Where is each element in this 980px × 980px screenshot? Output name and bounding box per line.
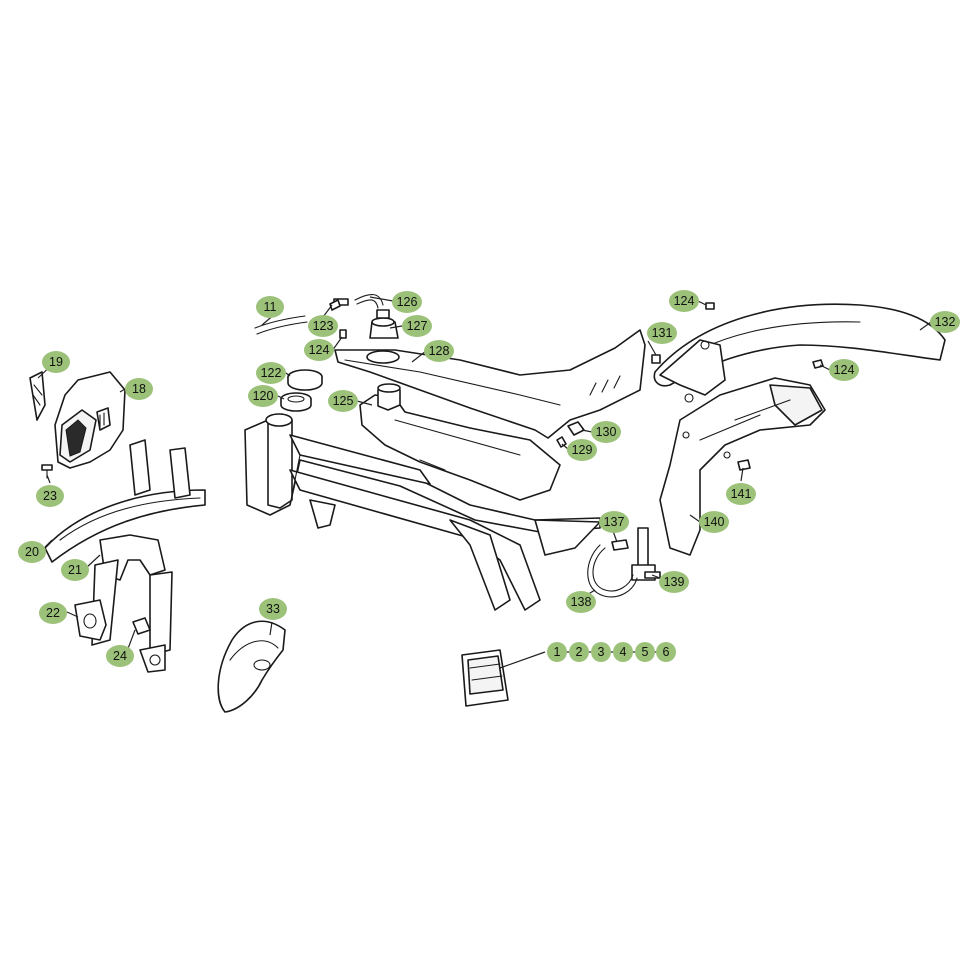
callout-130[interactable]: 130: [591, 421, 621, 443]
callout-label: 33: [266, 602, 280, 616]
callout-23[interactable]: 23: [36, 485, 64, 507]
callout-140[interactable]: 140: [699, 511, 729, 533]
callout-124-right[interactable]: 124: [829, 359, 859, 381]
callout-126[interactable]: 126: [392, 291, 422, 313]
callout-label: 128: [429, 344, 450, 358]
callout-label: 23: [43, 489, 57, 503]
callout-label: 124: [834, 363, 855, 377]
side-panel: [659, 377, 826, 556]
callout-11[interactable]: 11: [256, 296, 284, 318]
fuel-tank: [359, 383, 561, 501]
callout-label: 4: [620, 645, 627, 659]
callout-139[interactable]: 139: [659, 571, 689, 593]
callout-4[interactable]: 4: [613, 642, 633, 662]
callout-1[interactable]: 1: [547, 642, 567, 662]
callout-124-top[interactable]: 124: [669, 290, 699, 312]
callout-label: 3: [598, 645, 605, 659]
callout-19[interactable]: 19: [42, 351, 70, 373]
callout-3[interactable]: 3: [591, 642, 611, 662]
callout-label: 6: [663, 645, 670, 659]
callout-127[interactable]: 127: [402, 315, 432, 337]
callouts: 11 123 126 127 124 128 122 120 125 130 1…: [18, 290, 960, 667]
rear-fender: [651, 302, 946, 403]
fuel-tap-and-hose: [587, 527, 661, 598]
callout-2[interactable]: 2: [569, 642, 589, 662]
callout-21[interactable]: 21: [61, 559, 89, 581]
callout-label: 22: [46, 606, 60, 620]
callout-label: 19: [49, 355, 63, 369]
callout-24[interactable]: 24: [106, 645, 134, 667]
callout-label: 2: [576, 645, 583, 659]
callout-label: 18: [132, 382, 146, 396]
callout-label: 139: [664, 575, 685, 589]
callout-123[interactable]: 123: [308, 315, 338, 337]
callout-132[interactable]: 132: [930, 311, 960, 333]
callout-18[interactable]: 18: [125, 378, 153, 400]
callout-131[interactable]: 131: [647, 322, 677, 344]
callout-122[interactable]: 122: [256, 362, 286, 384]
callout-125[interactable]: 125: [328, 390, 358, 412]
callout-label: 132: [935, 315, 956, 329]
callout-label: 124: [309, 343, 330, 357]
callout-label: 130: [596, 425, 617, 439]
callout-label: 21: [68, 563, 82, 577]
callout-22[interactable]: 22: [39, 602, 67, 624]
callout-label: 123: [313, 319, 334, 333]
disc-guard: [217, 620, 286, 713]
callout-5[interactable]: 5: [635, 642, 655, 662]
callout-33[interactable]: 33: [259, 598, 287, 620]
fuel-cap-and-hoses: [254, 294, 399, 339]
callout-label: 124: [674, 294, 695, 308]
callout-124[interactable]: 124: [304, 339, 334, 361]
front-number-plate: [29, 371, 126, 479]
bearings: [280, 369, 323, 412]
callout-label: 129: [572, 443, 593, 457]
callout-128[interactable]: 128: [424, 340, 454, 362]
callout-label: 122: [261, 366, 282, 380]
callout-label: 24: [113, 649, 127, 663]
callout-label: 20: [25, 545, 39, 559]
callout-label: 137: [604, 515, 625, 529]
callout-label: 5: [642, 645, 649, 659]
callout-label: 126: [397, 295, 418, 309]
callout-20[interactable]: 20: [18, 541, 46, 563]
callout-138[interactable]: 138: [566, 591, 596, 613]
callout-6[interactable]: 6: [656, 642, 676, 662]
callout-label: 1: [554, 645, 561, 659]
callout-label: 11: [264, 300, 277, 314]
callout-120[interactable]: 120: [248, 385, 278, 407]
callout-label: 120: [253, 389, 274, 403]
callout-label: 131: [652, 326, 673, 340]
seat: [334, 329, 646, 439]
callout-label: 141: [731, 487, 752, 501]
callout-label: 125: [333, 394, 354, 408]
callout-label: 127: [407, 319, 428, 333]
callout-141[interactable]: 141: [726, 483, 756, 505]
frame: [244, 413, 601, 611]
front-fender-and-fork: [44, 439, 206, 673]
callout-label: 138: [571, 595, 592, 609]
document-pouch: [461, 649, 509, 707]
callout-129[interactable]: 129: [567, 439, 597, 461]
callout-137[interactable]: 137: [599, 511, 629, 533]
callout-label: 140: [704, 515, 725, 529]
